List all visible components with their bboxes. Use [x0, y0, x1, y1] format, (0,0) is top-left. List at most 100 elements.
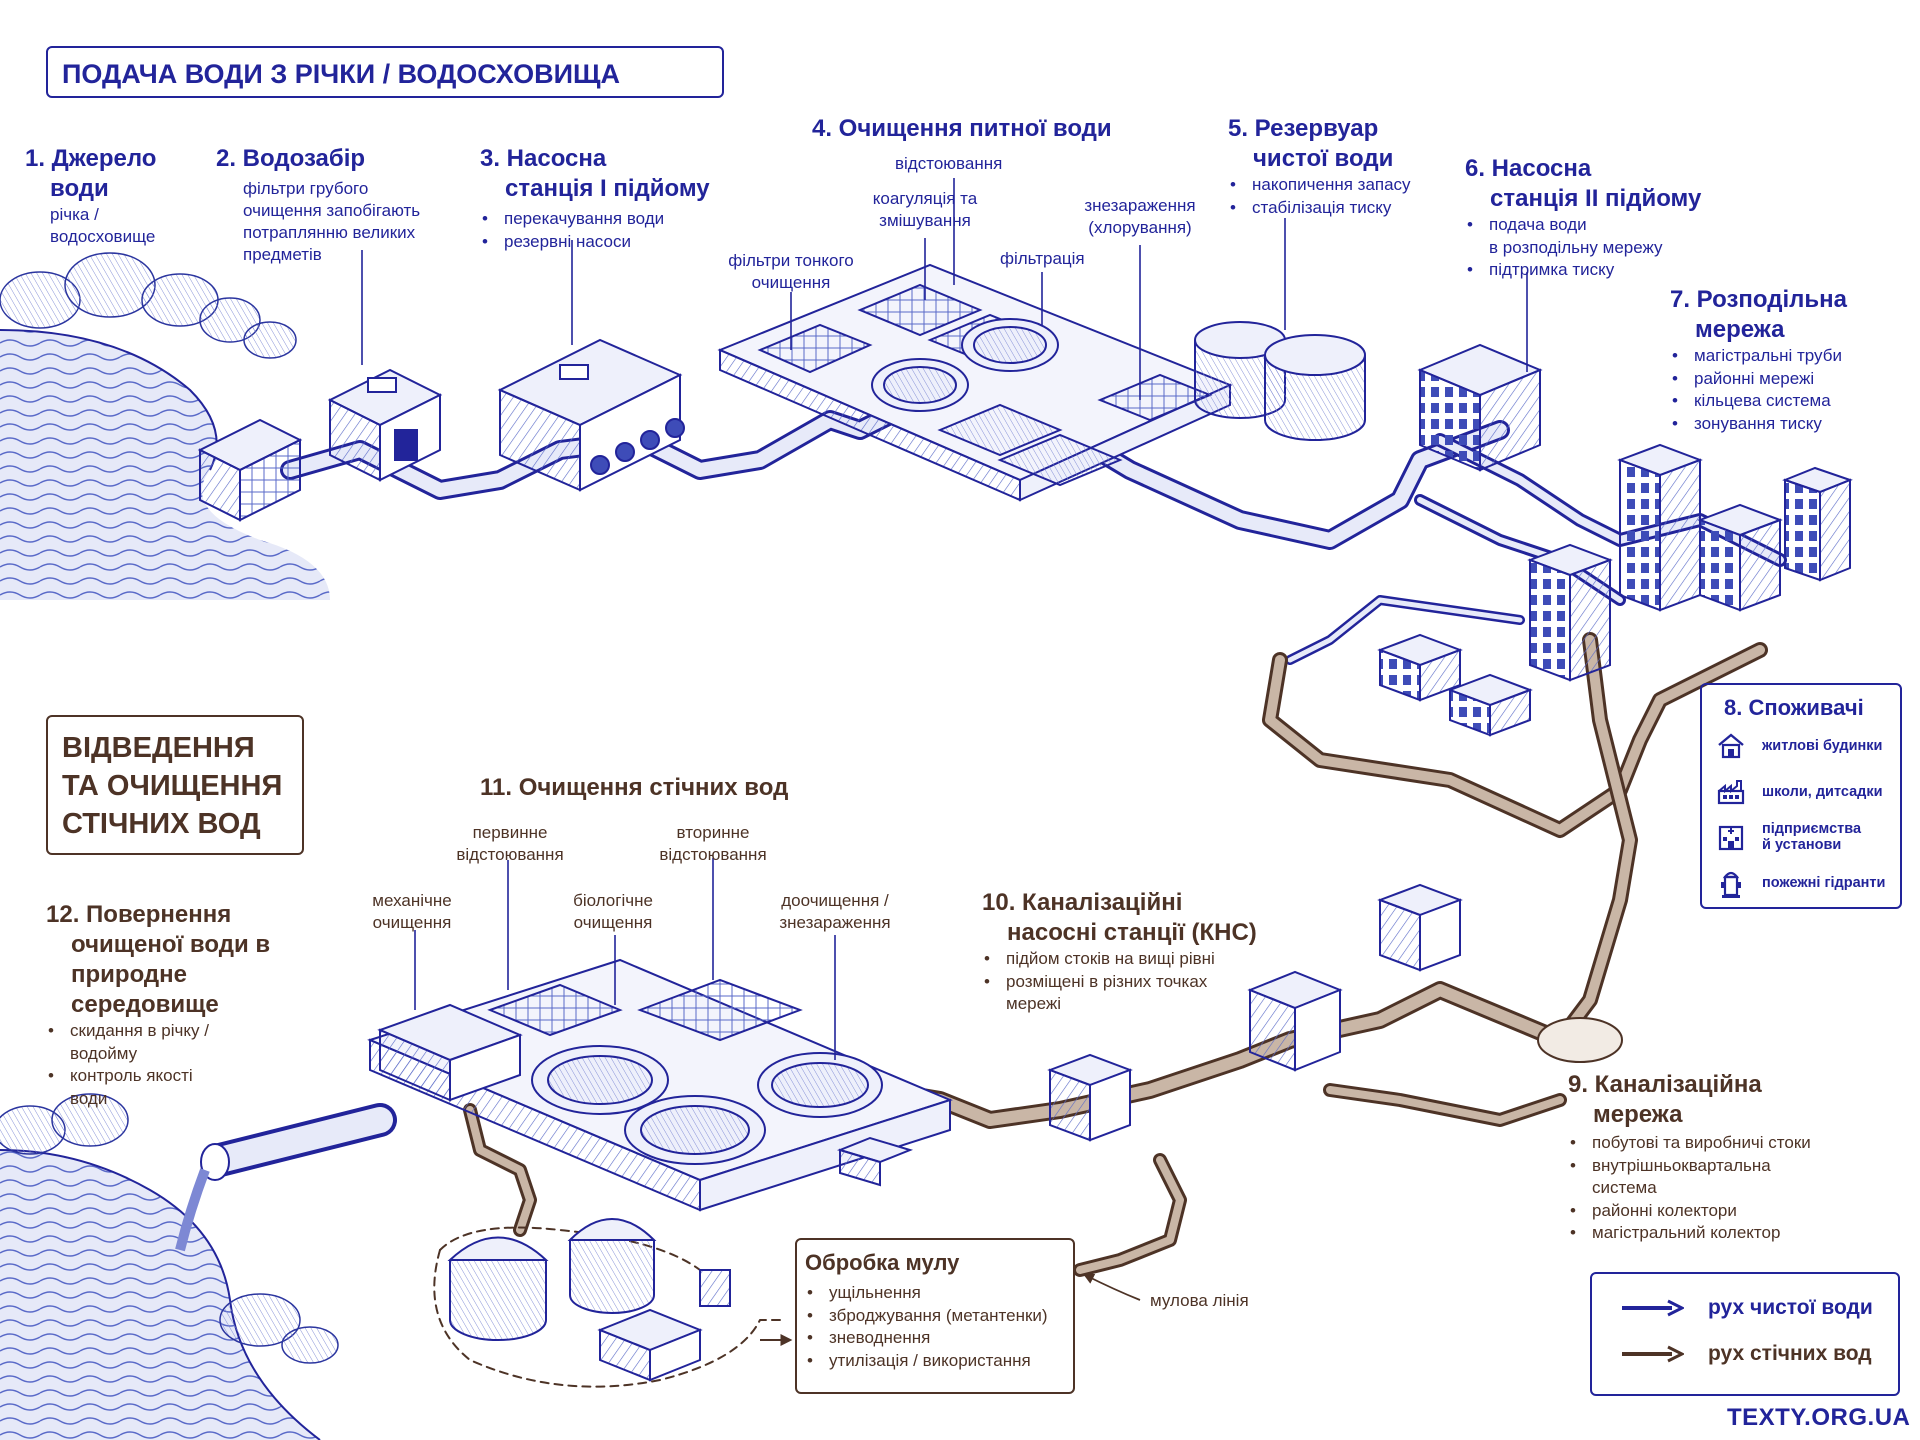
label-fine-filters: фільтри тонкого очищення: [716, 250, 866, 294]
sewer-bullet-line-1: внутрішньоквартальна: [1592, 1155, 1771, 1175]
legend-clean-label: рух чистої води: [1708, 1296, 1873, 1319]
kns-title-line-2: насосні станції (КНС): [1007, 919, 1257, 946]
kns-bullet: розміщені в різних точках мережі: [982, 971, 1257, 1016]
leader-lines: [361, 178, 1528, 1060]
consumers-title: 8. Споживачі: [1724, 695, 1864, 720]
supply-header-text: ПОДАЧА ВОДИ З РІЧКИ / ВОДОСХОВИЩА: [62, 59, 621, 89]
house-icon: [1718, 733, 1744, 759]
return-bullet-line-1: контроль якості: [70, 1066, 193, 1085]
label-water-source: 1. Джерело води річка / водосховище: [25, 144, 156, 248]
network-title-line-1: 7. Розподільна: [1670, 286, 1847, 313]
consumer-label-line-1: підприємства: [1762, 821, 1862, 837]
kns-bullet-line-1: розміщені в різних точках: [1006, 971, 1208, 991]
return-title-line-2: очищеної води в: [71, 931, 271, 958]
label-coagulation: коагуляція та змішування: [818, 188, 1032, 232]
legend-row-clean: рух чистої води: [1620, 1296, 1873, 1320]
disposal-header-line-1: ВІДВЕДЕННЯ: [62, 732, 255, 764]
wastewater-treatment-plant: [367, 958, 953, 1212]
coagulation-line-1: коагуляція та: [872, 189, 978, 208]
pump2-bullet: підтримка тиску: [1465, 259, 1701, 282]
label-water-treatment-title: 4. Очищення питної води: [812, 115, 1112, 142]
network-title-line-2: мережа: [1695, 316, 1785, 343]
intake-sub-line-1: фільтри грубого: [243, 179, 369, 198]
return-title-line-1: 12. Повернення: [46, 901, 232, 928]
sewer-title-line-2: мережа: [1593, 1101, 1683, 1128]
network-bullet: зонування тиску: [1670, 413, 1847, 436]
pump1-bullets: перекачування води резервні насоси: [480, 208, 710, 253]
label-mechanical: механічне очищення: [352, 890, 472, 934]
blue-arrow-icon: [1622, 1299, 1684, 1317]
pump1-bullet: перекачування води: [480, 208, 710, 231]
primary-line-2: відстоювання: [456, 845, 564, 864]
factory-icon: [1717, 780, 1745, 805]
sewer-title-line-1: 9. Каналізаційна: [1568, 1071, 1762, 1098]
sewer-bullet: внутрішньоквартальна система: [1568, 1155, 1811, 1200]
pump2-title-line-1: 6. Насосна: [1465, 155, 1592, 182]
kns-bullets: підйом стоків на вищі рівні розміщені в …: [982, 948, 1257, 1016]
network-bullets: магістральні труби районні мережі кільце…: [1670, 345, 1847, 435]
label-return-to-environment: 12. Повернення очищеної води в природне …: [46, 900, 270, 1110]
return-bullet: контроль якості води: [46, 1065, 270, 1110]
consumers-box: 8. Споживачі житлові будинки школи, дитс…: [1700, 683, 1902, 909]
consumer-label-line-2: й установи: [1762, 837, 1842, 853]
mechanical-line-1: механічне: [372, 891, 452, 910]
disinfection-line-1: знезараження: [1084, 196, 1196, 215]
sludge-line-pointer: [1083, 1274, 1141, 1301]
sewer-bullet-line-2: система: [1592, 1178, 1657, 1197]
reservoir-title-line-2: чистої води: [1253, 145, 1394, 172]
pump2-title-line-2: станція ІІ підйому: [1490, 185, 1702, 212]
pump1-title-line-1: 3. Насосна: [480, 145, 607, 172]
office-building-icon: [1718, 825, 1744, 851]
secondary-line-2: відстоювання: [659, 845, 767, 864]
disposal-header-line-2: ТА ОЧИЩЕННЯ: [62, 770, 283, 802]
label-primary-settling: первинне відстоювання: [440, 822, 580, 866]
label-tertiary: доочищення / знезараження: [765, 890, 905, 934]
intake-sub-line-4: предметів: [243, 245, 322, 264]
fine-filters-line-1: фільтри тонкого: [728, 251, 854, 270]
kns-title-line-1: 10. Каналізаційні: [982, 889, 1183, 916]
sludge-treatment-box: Обробка мулу ущільнення зброджування (ме…: [795, 1238, 1075, 1394]
label-wastewater-treatment-title: 11. Очищення стічних вод: [480, 774, 789, 801]
consumer-row-hydrants: пожежні гідранти: [1716, 867, 1885, 899]
intake-sub-line-2: очищення запобігають: [243, 201, 421, 220]
label-water-intake: 2. Водозабір фільтри грубого очищення за…: [216, 144, 420, 266]
legend-waste-label: рух стічних вод: [1708, 1342, 1872, 1365]
sludge-digesters: [447, 1218, 731, 1382]
water-treatment-plant: [717, 263, 1233, 502]
return-bullet-line-2: води: [70, 1088, 108, 1108]
sludge-bullet: утилізація / використання: [805, 1350, 1048, 1373]
pump1-title-line-2: станція І підйому: [505, 175, 710, 202]
legend-row-waste: рух стічних вод: [1620, 1342, 1872, 1366]
tertiary-line-2: знезараження: [779, 913, 891, 932]
label-disinfection: знезараження (хлорування): [1070, 195, 1210, 239]
sludge-title: Обробка мулу: [805, 1250, 960, 1275]
network-bullet: районні мережі: [1670, 368, 1847, 391]
primary-line-1: первинне: [472, 823, 548, 842]
brand-logo-text: TEXTY.ORG.UA: [1727, 1404, 1911, 1431]
consumer-label: пожежні гідранти: [1762, 875, 1886, 891]
pump1-bullet: резервні насоси: [480, 231, 710, 254]
reservoir-bullets: накопичення запасу стабілізація тиску: [1228, 174, 1411, 219]
label-sludge-line: мулова лінія: [1150, 1291, 1249, 1310]
legend-box: рух чистої води рух стічних вод: [1590, 1272, 1900, 1396]
fine-filters-line-2: очищення: [751, 273, 831, 292]
disposal-section-header: ВІДВЕДЕННЯ ТА ОЧИЩЕННЯ СТІЧНИХ ВОД: [46, 715, 304, 855]
return-bullet-line-2: водойму: [70, 1043, 138, 1063]
tertiary-line-1: доочищення /: [781, 891, 889, 910]
sewer-bullets: побутові та виробничі стоки внутрішньокв…: [1568, 1132, 1811, 1245]
outfall-pipe: [175, 1103, 397, 1252]
label-secondary-settling: вторинне відстоювання: [643, 822, 783, 866]
sewer-bullet: магістральний колектор: [1568, 1222, 1811, 1245]
consumer-label: житлові будинки: [1762, 738, 1883, 754]
source-title-line-1: 1. Джерело: [25, 145, 157, 172]
pump-station-2: [1417, 343, 1543, 472]
return-bullet: скидання в річку / водойму: [46, 1020, 270, 1065]
sludge-bullet: зброджування (метантенки): [805, 1305, 1048, 1328]
pump2-bullet-line-2: в розподільну мережу: [1489, 237, 1663, 257]
return-title-line-4: середовище: [71, 991, 219, 1018]
pump2-bullet: подача води в розподільну мережу: [1465, 214, 1701, 259]
return-title-line-3: природне: [71, 961, 187, 988]
pump-station-1: [497, 338, 685, 492]
reservoir-bullet: стабілізація тиску: [1228, 197, 1411, 220]
sewer-bullet: побутові та виробничі стоки: [1568, 1132, 1811, 1155]
